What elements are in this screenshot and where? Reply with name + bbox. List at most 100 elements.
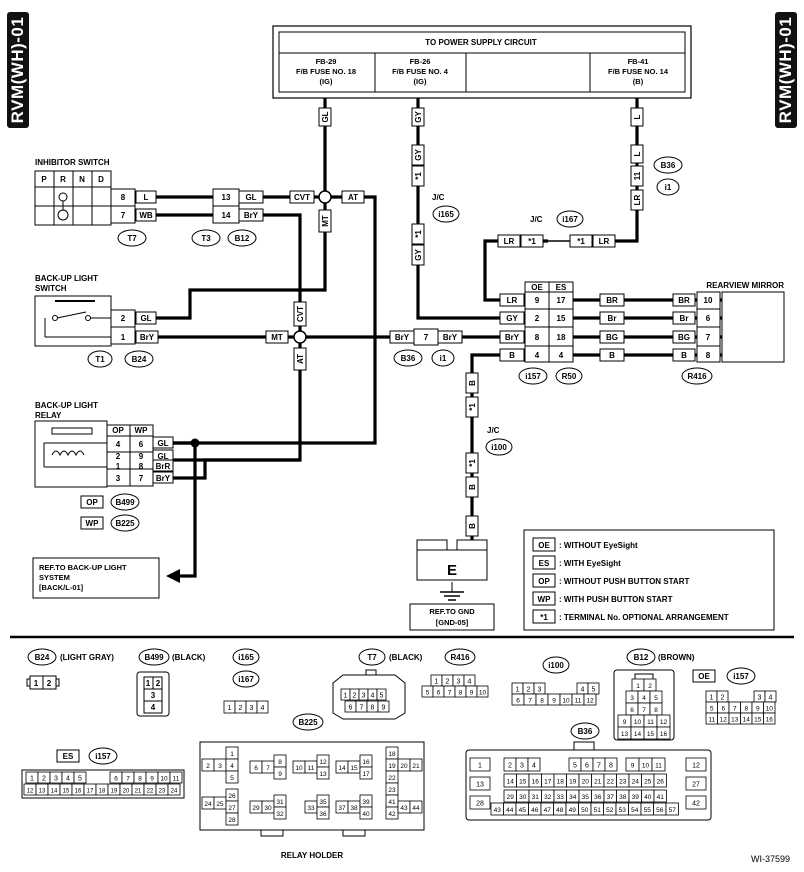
cv-b36-pin: 32 [544,794,552,801]
relay-wp-pin: 8 [139,462,144,471]
cv-b36-pin: 48 [556,807,564,814]
rearview-mirror-title: REARVIEW MIRROR [706,281,784,290]
cv-b36-pin: 54 [631,807,639,814]
cv-b225-pin: 29 [252,805,260,812]
splice-dot [190,438,200,448]
jc-label-i167: J/C [530,215,543,224]
t3-pin-13: 13 [222,193,231,202]
inhibitor-pin-7: 7 [121,211,126,220]
label-at-1: AT [348,193,358,202]
relay-wire-label: BrR [156,462,171,471]
jc-label-i100: J/C [487,426,500,435]
mirror-pin: 8 [706,351,711,360]
inhibitor-position-d: D [98,175,104,184]
cv-b225-pin: 18 [388,751,396,758]
page-code-tab-left: RVM(WH)-01 [7,12,29,128]
center-col-es: ES [556,283,567,292]
cv-i100-pin: 10 [562,697,570,704]
cv-es-i157-pin: 14 [51,788,58,794]
label-star-i165-a: *1 [414,172,423,180]
cv-b12-pin: 10 [634,719,642,726]
cv-b12-pin: 9 [623,719,627,726]
mirror-wire-label: BR [678,296,690,305]
cv-oe-i157-pin: 8 [744,705,748,712]
cv-b225-pin: 31 [276,799,284,806]
cv-b36-pin: 9 [631,762,635,769]
ground-symbol [416,539,488,601]
cv-b225-pin: 37 [338,805,346,812]
mirror-pin: 7 [706,333,711,342]
cv-b36-pin: 25 [644,778,652,785]
relay-tag-wp: WP [86,519,100,528]
backup-switch-box [34,295,136,347]
cv-b12-pin: 8 [654,707,658,714]
cv-es-i157-pin: 10 [160,775,168,782]
cv-b12-color: (BROWN) [658,653,695,662]
cv-b36-pin: 17 [544,778,552,785]
backup-switch-pin-1: 1 [121,333,126,342]
cv-i100-pin: 1 [516,686,520,693]
relay-col-op: OP [112,426,124,435]
cv-b36-pin: 55 [644,807,652,814]
cv-r416-pin: 2 [446,678,450,685]
cv-b36-pin: 43 [494,807,502,814]
cv-b36-pin: 4 [532,762,536,769]
cv-oe-i157-pin: 11 [708,716,715,723]
cv-b225-pin: 25 [216,801,224,808]
cv-es-i157-pin: 11 [173,775,180,782]
backup-switch-subtitle: SWITCH [35,284,67,293]
cv-oe-i157-pin: 2 [721,694,725,701]
cv-es-i157-name: i157 [95,752,111,761]
inhibitor-position-r: R [60,175,66,184]
cv-b225-pin: 8 [278,759,282,766]
cv-b225-pin: 3 [218,763,222,770]
cv-b36-pin: 42 [692,800,700,807]
connector-i100-badge: i100 [491,443,507,452]
relay-wire-label: GL [157,452,168,461]
cv-b36-pin: 5 [573,762,577,769]
cv-b225-pin: 42 [388,811,396,818]
cv-oe-i157-pin: 9 [756,705,760,712]
cv-t7-pin: 3 [362,692,366,699]
cv-oe-i157-pin: 12 [720,716,728,723]
cv-b225-pin: 5 [230,775,234,782]
cv-r416-pin: 4 [468,678,472,685]
cv-b36-pin: 45 [519,807,527,814]
relay-wire-label: BrY [156,474,171,483]
mirror-pin: 6 [706,314,711,323]
cv-b36-pin: 2 [508,762,512,769]
cv-b225-pin: 15 [350,765,358,772]
cv-es-i157-pin: 9 [150,775,154,782]
cv-b36-pin: 49 [569,807,577,814]
label-mt-2: MT [271,333,283,342]
cv-b499-pin4: 4 [151,703,156,712]
cv-b36-pin: 29 [507,794,515,801]
cv-oe-i157-pin: 13 [731,716,739,723]
cv-b36-pin: 8 [609,762,613,769]
cv-es-i157-pin: 2 [42,775,46,782]
relay-wp-pin: 9 [139,452,144,461]
cv-b36-pin: 31 [532,794,540,801]
cv-t7-color: (BLACK) [389,653,423,662]
cv-b225-pin: 23 [388,787,396,794]
cv-es-i157-pin: 5 [78,775,82,782]
label-gy-3: GY [414,249,423,261]
cv-b24-body [26,675,60,690]
cv-oe-i157-pin: 16 [766,716,774,723]
cv-b225-pin: 33 [307,805,315,812]
cv-es-i157-pin: 22 [147,788,154,794]
cv-b36-pin: 7 [597,762,601,769]
center-es-pin: 4 [559,351,564,360]
mirror-wire-label: Br [680,314,689,323]
cv-b12-name: B12 [634,653,649,662]
cv-i100-pin: 8 [540,697,544,704]
ref-backup-line3: [BACK/L-01] [39,583,84,592]
cv-b12-pin: 5 [654,695,658,702]
cv-b225-pin: 28 [228,817,236,824]
cv-b225-caption: RELAY HOLDER [281,851,343,860]
ground-ref-line2: [GND-05] [436,618,469,627]
cv-b24-pin2: 2 [47,679,52,688]
label-l-1: L [633,114,642,119]
fuse-fb29-code: FB-29 [316,57,337,66]
label-b-jc-1: B [468,380,477,386]
